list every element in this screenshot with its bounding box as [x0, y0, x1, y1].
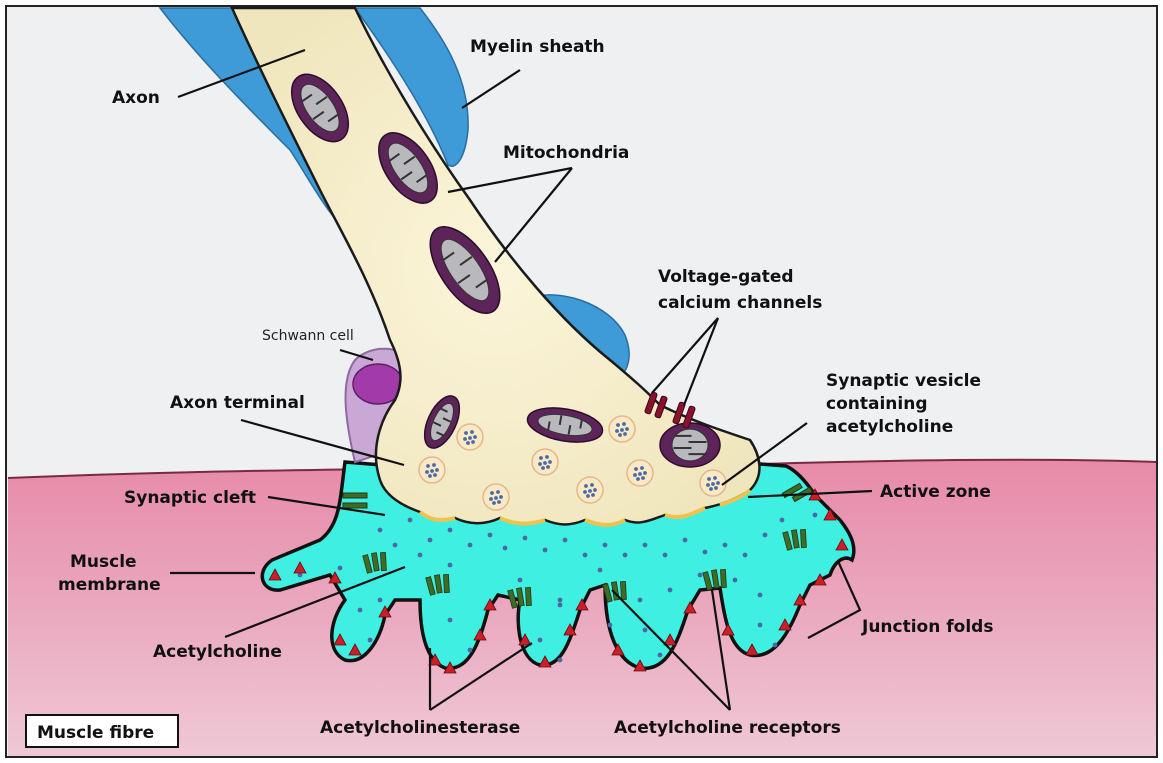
mitochondrion — [660, 423, 720, 467]
acetylcholine-dot — [448, 528, 453, 533]
label-muscle-membrane-2: membrane — [58, 575, 161, 595]
acetylcholine-receptor — [703, 569, 727, 590]
acetylcholine-dot — [408, 518, 413, 523]
acetylcholine-dot — [558, 598, 563, 603]
synaptic-vesicle — [627, 460, 653, 486]
acetylcholine-dot — [428, 538, 433, 543]
acetylcholine-dot — [563, 538, 568, 543]
acetylcholine-dot — [698, 573, 703, 578]
acetylcholine-dot — [538, 638, 543, 643]
label-muscle-fibre: Muscle fibre — [37, 723, 154, 743]
synaptic-vesicle — [609, 416, 635, 442]
acetylcholine-receptor — [508, 587, 532, 608]
acetylcholine-dot — [663, 553, 668, 558]
acetylcholine-dot — [603, 543, 608, 548]
label-mitochondria: Mitochondria — [503, 143, 629, 163]
label-voltage-gated-1: Voltage-gated — [658, 267, 794, 287]
acetylcholine-receptor — [426, 574, 450, 595]
synaptic-vesicle — [419, 457, 445, 483]
acetylcholine-dot — [468, 543, 473, 548]
acetylcholine-dot — [543, 548, 548, 553]
acetylcholine-dot — [393, 543, 398, 548]
acetylcholine-dot — [448, 618, 453, 623]
acetylcholine-dot — [558, 658, 563, 663]
label-myelin-sheath: Myelin sheath — [470, 37, 605, 57]
acetylcholine-dot — [503, 546, 508, 551]
acetylcholine-dot — [338, 566, 343, 571]
synaptic-vesicle — [700, 470, 726, 496]
synaptic-vesicle — [483, 484, 509, 510]
label-axon-terminal: Axon terminal — [170, 393, 305, 413]
acetylcholine-dot — [723, 543, 728, 548]
label-synaptic-vesicle-1: Synaptic vesicle — [826, 371, 981, 391]
acetylcholine-dot — [378, 528, 383, 533]
acetylcholine-dot — [638, 598, 643, 603]
label-acetylcholinesterase: Acetylcholinesterase — [320, 718, 520, 738]
label-schwann-cell: Schwann cell — [262, 328, 354, 344]
acetylcholine-dot — [733, 578, 738, 583]
acetylcholine-dot — [598, 568, 603, 573]
acetylcholine-dot — [418, 553, 423, 558]
label-synaptic-vesicle-3: acetylcholine — [826, 417, 953, 437]
acetylcholine-dot — [658, 653, 663, 658]
label-voltage-gated-2: calcium channels — [658, 293, 822, 313]
acetylcholine-dot — [668, 588, 673, 593]
acetylcholine-dot — [763, 533, 768, 538]
acetylcholine-dot — [643, 543, 648, 548]
label-active-zone: Active zone — [880, 482, 991, 502]
acetylcholine-dot — [583, 553, 588, 558]
acetylcholine-dot — [758, 623, 763, 628]
acetylcholine-dot — [518, 578, 523, 583]
label-synaptic-vesicle-2: containing — [826, 394, 928, 414]
acetylcholine-dot — [773, 643, 778, 648]
label-acetylcholine: Acetylcholine — [153, 642, 282, 662]
acetylcholine-dot — [703, 550, 708, 555]
acetylcholine-dot — [813, 513, 818, 518]
label-synaptic-cleft: Synaptic cleft — [124, 488, 256, 508]
acetylcholine-dot — [378, 598, 383, 603]
acetylcholine-receptor — [363, 552, 387, 573]
acetylcholine-dot — [758, 593, 763, 598]
label-acetylcholine-receptors: Acetylcholine receptors — [614, 718, 841, 738]
acetylcholine-dot — [523, 536, 528, 541]
acetylcholine-dot — [780, 518, 785, 523]
acetylcholine-dot — [608, 623, 613, 628]
acetylcholine-dot — [358, 608, 363, 613]
acetylcholine-dot — [683, 538, 688, 543]
acetylcholine-dot — [643, 628, 648, 633]
synaptic-vesicle — [457, 424, 483, 450]
acetylcholine-dot — [558, 603, 563, 608]
acetylcholine-dot — [468, 648, 473, 653]
label-axon: Axon — [112, 88, 160, 108]
label-junction-folds: Junction folds — [861, 617, 993, 637]
acetylcholine-receptor — [783, 529, 807, 550]
acetylcholine-dot — [743, 553, 748, 558]
acetylcholine-dot — [368, 638, 373, 643]
label-muscle-membrane-1: Muscle — [70, 552, 137, 572]
acetylcholine-dot — [448, 563, 453, 568]
acetylcholine-dot — [488, 533, 493, 538]
synaptic-vesicle — [532, 449, 558, 475]
synaptic-vesicle — [577, 477, 603, 503]
acetylcholine-dot — [623, 553, 628, 558]
